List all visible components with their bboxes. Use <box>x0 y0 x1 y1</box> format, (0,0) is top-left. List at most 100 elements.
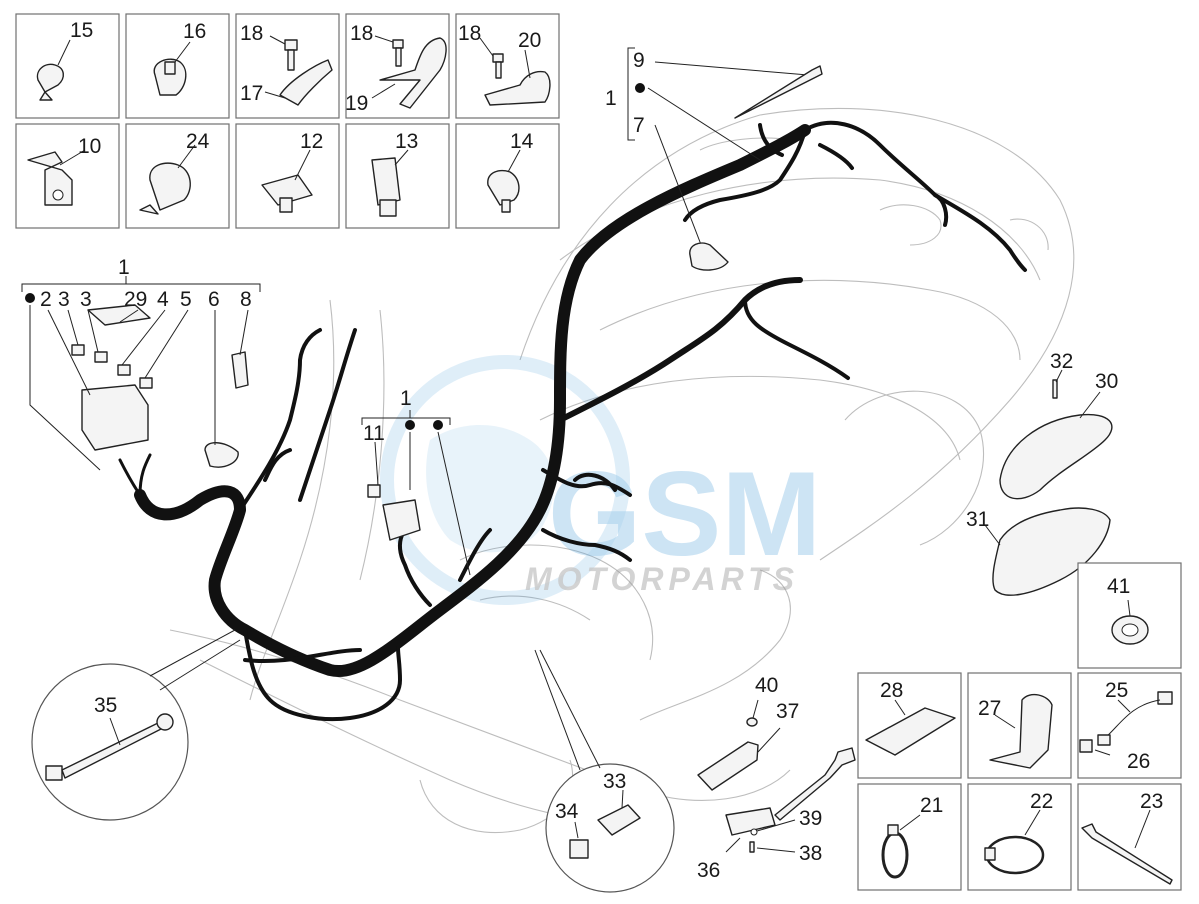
box-25-26 <box>1077 672 1182 779</box>
callout-24: 24 <box>186 130 210 153</box>
callout-11: 11 <box>363 422 385 445</box>
callout-38: 38 <box>799 842 822 865</box>
watermark-brand: GSM <box>548 447 821 581</box>
clamp-icon <box>139 144 196 215</box>
detail-circle-35 <box>31 629 241 821</box>
callout-12: 12 <box>300 130 323 153</box>
callout-9: 9 <box>633 49 645 72</box>
callout-1-top: 1 <box>605 87 617 110</box>
callout-20: 20 <box>518 29 541 52</box>
cable-tie-icon <box>984 809 1045 875</box>
box-21 <box>857 783 962 891</box>
callout-30: 30 <box>1095 370 1118 393</box>
callout-4: 4 <box>157 288 169 311</box>
connector-icon <box>597 804 641 836</box>
callout-6: 6 <box>208 288 220 311</box>
callout-37: 37 <box>776 700 799 723</box>
fuse-icon <box>139 377 153 389</box>
callout-16: 16 <box>183 20 206 43</box>
fuse-icon <box>117 364 131 376</box>
parts-grid: 15 16 18 17 18 19 <box>15 13 560 229</box>
fuse-icon <box>367 484 381 498</box>
callout-3a: 3 <box>58 288 70 311</box>
fuse-icon <box>71 344 85 356</box>
callout-18c: 18 <box>458 22 481 45</box>
cable-tie-icon <box>881 814 921 879</box>
fuse-holder-icon <box>382 499 421 541</box>
callout-5: 5 <box>180 288 192 311</box>
rear-cover-assembly <box>984 369 1113 596</box>
callout-18a: 18 <box>240 22 263 45</box>
callout-41: 41 <box>1107 575 1130 598</box>
callout-25: 25 <box>1105 679 1128 702</box>
callout-10: 10 <box>78 135 101 158</box>
callout-17: 17 <box>240 82 263 105</box>
callout-36: 36 <box>697 859 720 882</box>
detail-circle-33-34 <box>534 649 675 893</box>
fuse-box-cover-icon <box>87 304 151 326</box>
callout-19: 19 <box>345 92 368 115</box>
watermark-sub: MOTORPARTS <box>525 561 799 597</box>
callout-2: 2 <box>40 288 52 311</box>
callout-group-middle <box>361 410 471 576</box>
screw-icon <box>1052 379 1058 399</box>
callout-14: 14 <box>510 130 534 153</box>
callout-32: 32 <box>1050 350 1073 373</box>
watermark: GSM MOTORPARTS <box>380 355 821 605</box>
callout-18b: 18 <box>350 22 373 45</box>
callout-7: 7 <box>633 114 645 137</box>
callout-29: 29 <box>124 288 147 311</box>
clip-icon <box>261 149 313 213</box>
callout-28: 28 <box>880 679 903 702</box>
nut-icon <box>746 717 758 727</box>
cable-connector-icon <box>1079 691 1173 756</box>
callout-27: 27 <box>978 697 1001 720</box>
bolt-icon <box>264 35 333 106</box>
callout-13: 13 <box>395 130 418 153</box>
clamp-icon <box>204 442 239 468</box>
callout-22: 22 <box>1030 790 1053 813</box>
callout-1-mid: 1 <box>400 387 412 410</box>
fuse-box-icon <box>81 384 149 451</box>
callout-21: 21 <box>920 794 943 817</box>
callout-40: 40 <box>755 674 778 697</box>
clamp-icon <box>487 149 521 213</box>
callout-33: 33 <box>603 770 626 793</box>
callout-1-left: 1 <box>118 256 130 279</box>
callout-group-left <box>21 276 261 471</box>
callout-39: 39 <box>799 807 822 830</box>
clip-icon <box>231 351 249 389</box>
box-15 <box>15 13 120 119</box>
bracket-clamp-icon <box>989 693 1053 769</box>
relay-icon <box>725 807 776 836</box>
callout-31: 31 <box>966 508 989 531</box>
foam-pad-icon <box>865 699 956 756</box>
fuse-icon <box>94 351 108 363</box>
holder-icon <box>992 507 1111 596</box>
grommet-icon <box>1111 599 1149 645</box>
callout-15: 15 <box>70 19 93 42</box>
connector-icon <box>569 839 589 859</box>
connector-icon <box>45 765 63 781</box>
bracket-clamp-icon <box>479 37 551 106</box>
cable-tie-icon <box>734 65 823 119</box>
clip-icon <box>371 149 409 217</box>
clip-icon <box>689 242 729 271</box>
callout-35: 35 <box>94 694 117 717</box>
callout-23: 23 <box>1140 790 1163 813</box>
callout-3b: 3 <box>80 288 92 311</box>
relay-assembly <box>697 699 856 853</box>
callout-8: 8 <box>240 288 252 311</box>
cable-tie-icon <box>1081 809 1173 885</box>
callout-34: 34 <box>555 800 579 823</box>
cover-icon <box>999 413 1113 500</box>
clamp-icon <box>36 39 71 101</box>
clip-icon <box>153 41 191 96</box>
bracket-icon <box>697 741 759 791</box>
bracket-clamp-icon <box>371 35 447 109</box>
main-harness <box>118 120 1027 722</box>
callout-26: 26 <box>1127 750 1150 773</box>
bracket-icon <box>27 149 86 206</box>
callout-group-top <box>627 47 823 271</box>
